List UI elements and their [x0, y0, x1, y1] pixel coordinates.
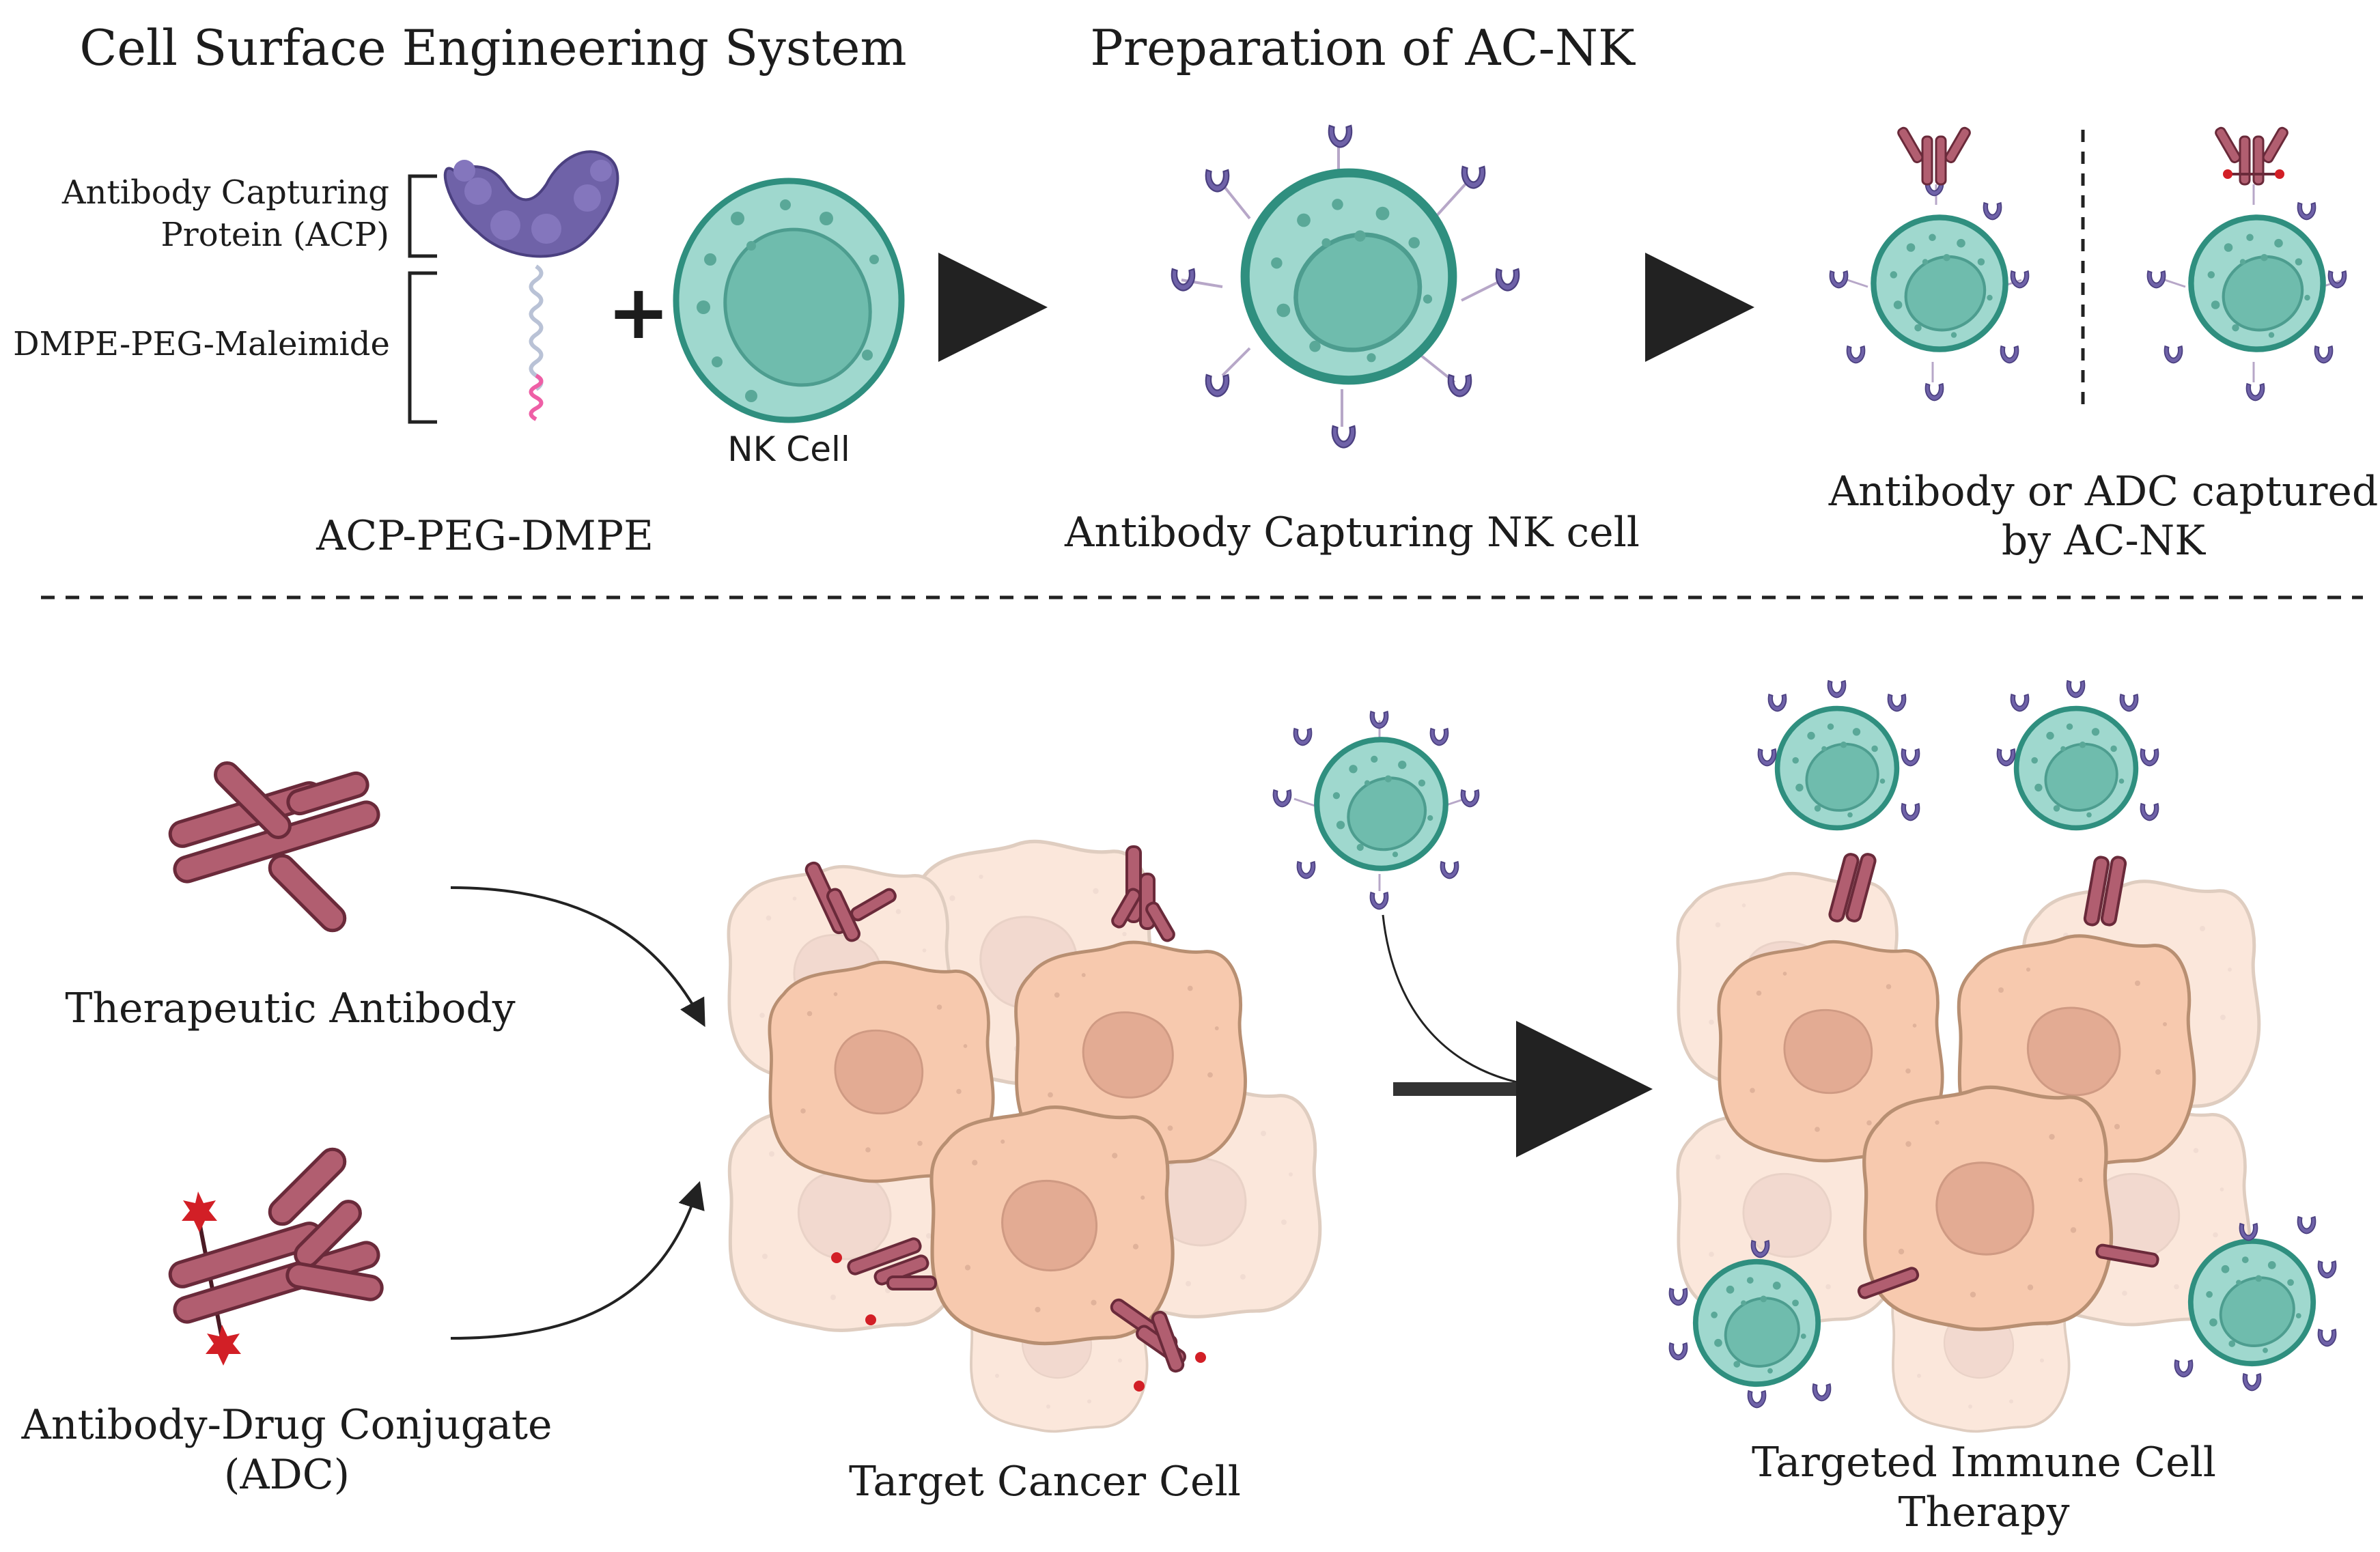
adc-label-line1: Antibody-Drug Conjugate [20, 1401, 552, 1449]
linker-label: DMPE-PEG-Maleimide [13, 325, 390, 363]
adc-label-line2: (ADC) [224, 1451, 350, 1499]
heading-preparation-ac-nk: Preparation of AC-NK [1090, 19, 1636, 76]
acp-peg-dmpe-label: ACP-PEG-DMPE [316, 512, 654, 560]
target-cancer-label: Target Cancer Cell [849, 1458, 1241, 1506]
therapeutic-antibody-label: Therapeutic Antibody [65, 985, 515, 1032]
acp-label-line1: Antibody Capturing [61, 173, 389, 212]
arrow-antibody-to-cancer [450, 886, 705, 1028]
ac-nk-label: Antibody Capturing NK cell [1064, 509, 1640, 556]
linker-bracket [408, 271, 437, 424]
captured-label-line2: by AC-NK [2002, 517, 2206, 565]
acp-protein-icon [443, 150, 619, 258]
floating-ac-nk-cell-icon [1272, 711, 1480, 910]
ac-nk-cell-icon [1171, 124, 1520, 449]
bound-antibodies [804, 845, 1186, 1373]
plus-sign: + [607, 268, 670, 356]
captured-label-line1: Antibody or ADC captured [1828, 468, 2379, 516]
peg-linker-icon [529, 264, 544, 421]
therapy-label-line2: Therapy [1899, 1488, 2070, 1536]
captured-antibody-icon [1897, 126, 1971, 186]
arrow-adc-to-cancer [450, 1181, 705, 1340]
arrow-nk-curve [1382, 914, 1571, 1090]
adc-icon [168, 1147, 384, 1366]
nk-cell-icon [673, 178, 905, 423]
therapy-label-line1: Targeted Immune Cell [1752, 1439, 2216, 1486]
acp-label-line2: Protein (ACP) [161, 216, 390, 254]
heading-cell-surface-engineering: Cell Surface Engineering System [79, 19, 906, 76]
therapy-cluster-icon [1668, 680, 2337, 1431]
therapeutic-antibody-icon [168, 761, 380, 933]
nk-cell-label: NK Cell [727, 429, 850, 469]
captured-adc-icon [2215, 126, 2288, 186]
ac-nk-with-antibody-icon [1829, 126, 2030, 401]
ac-nk-with-adc-icon [2146, 126, 2347, 401]
target-cancer-cluster-icon [729, 841, 1320, 1431]
acp-bracket [408, 174, 437, 258]
